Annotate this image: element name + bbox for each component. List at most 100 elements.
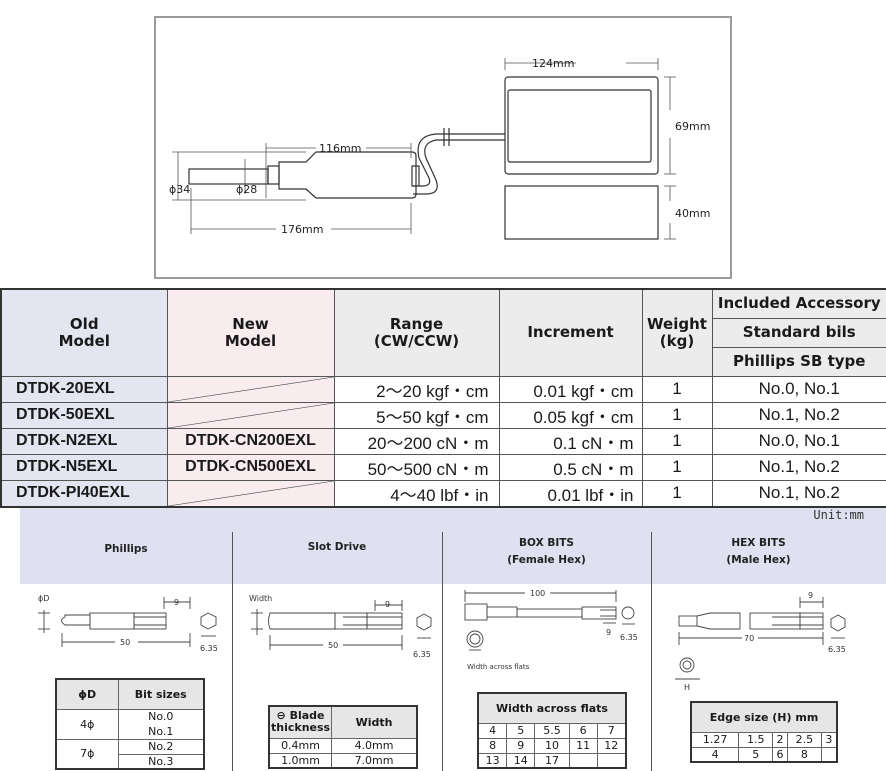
accessory-cell: No.1, No.2 xyxy=(711,453,886,481)
box-bits-title: BOX BITS (Female Hex) xyxy=(507,537,586,566)
diagonal-slash xyxy=(168,403,334,428)
slot-bit-drawing: Width 9 50 6.35 xyxy=(249,594,432,659)
slot-size-table: ⊖ Blade thickness Width 0.4mm 4.0mm 1.0m… xyxy=(268,705,418,769)
table-row: DTDK-PI40EXL 4～40 lbf・in 0.01 lbf・in 1 N… xyxy=(0,479,886,507)
increment-cell: 0.05 kgf・cm xyxy=(498,401,643,429)
range-cell: 2～20 kgf・cm xyxy=(333,375,500,403)
header-weight: Weight (kg) xyxy=(641,288,713,377)
base-unit-outline xyxy=(504,185,659,240)
weight-cell: 1 xyxy=(641,427,713,455)
new-model-cell: DTDK-CN500EXL xyxy=(166,453,335,481)
weight-cell: 1 xyxy=(641,453,713,481)
size-cell xyxy=(568,752,598,769)
label-length: 70 xyxy=(744,634,754,643)
range-cell: 50～500 cN・m xyxy=(333,453,500,481)
label-length: 100 xyxy=(530,589,545,598)
table-row: DTDK-N2EXL DTDK-CN200EXL 20～200 cN・m 0.1… xyxy=(0,427,886,455)
dim-inner-dia: ϕ28 xyxy=(236,183,257,196)
label-hex: 6.35 xyxy=(200,644,218,653)
size-cell: No.1 xyxy=(117,724,205,740)
hex-profile xyxy=(621,606,635,620)
size-cell: 9 xyxy=(506,737,536,754)
label-flats: Width across flats xyxy=(467,663,530,671)
label-hex: 6.35 xyxy=(828,645,846,654)
accessory-cell: No.0, No.1 xyxy=(711,427,886,455)
size-cell xyxy=(820,746,838,763)
phillips-title: Phillips xyxy=(104,543,148,555)
size-cell: 2.5 xyxy=(786,731,822,748)
old-model-cell: DTDK-50EXL xyxy=(0,401,168,429)
dim-base-height: 40mm xyxy=(675,207,710,220)
size-cell: 5 xyxy=(738,746,774,763)
hex-profile xyxy=(200,612,217,630)
label-length: 50 xyxy=(328,641,338,650)
size-cell: 1.27 xyxy=(690,731,740,748)
label-tip: 9 xyxy=(174,598,179,607)
size-cell: 10 xyxy=(534,737,570,754)
new-model-cell xyxy=(166,375,335,403)
size-cell: 1.5 xyxy=(738,731,774,748)
size-cell: 7 xyxy=(596,722,627,739)
diagonal-slash xyxy=(168,481,334,506)
grip-outline xyxy=(278,151,417,199)
hex-size-table: Edge size (H) mm 1.27 1.5 2 2.5 3 4 5 6 … xyxy=(690,701,838,763)
cable xyxy=(413,139,505,195)
box-bit-drawing: 100 9 6.35 Width across flats xyxy=(464,589,638,671)
table-row: DTDK-50EXL 5～50 kgf・cm 0.05 kgf・cm 1 No.… xyxy=(0,401,886,429)
weight-cell: 1 xyxy=(641,375,713,403)
header-accessory: Included Accessory xyxy=(711,288,886,319)
slot-drive-title: Slot Drive xyxy=(307,541,367,553)
header-increment: Increment xyxy=(498,288,643,377)
table-row: DTDK-N5EXL DTDK-CN500EXL 50～500 cN・m 0.5… xyxy=(0,453,886,481)
hex-bits-title: HEX BITS (Male Hex) xyxy=(726,537,791,566)
display-unit-outline xyxy=(504,76,659,175)
dim-outer-dia: ϕ34 xyxy=(169,183,190,196)
label-edge: H xyxy=(684,683,690,692)
label-dia: ϕD xyxy=(38,594,49,603)
size-cell: 5 xyxy=(506,722,536,739)
label-length: 50 xyxy=(120,638,130,647)
label-hex: 6.35 xyxy=(413,650,431,659)
table-row: DTDK-20EXL 2～20 kgf・cm 0.01 kgf・cm 1 No.… xyxy=(0,375,886,403)
new-model-cell: DTDK-CN200EXL xyxy=(166,427,335,455)
size-cell: No.2 xyxy=(117,738,205,755)
box-size-table: Width across flats 4 5 5.5 6 7 8 9 10 11… xyxy=(477,692,627,769)
size-cell: 12 xyxy=(596,737,627,754)
width-cell: 4.0mm xyxy=(331,737,418,754)
dim-display-height: 69mm xyxy=(675,120,710,133)
header-width: Width xyxy=(331,705,418,739)
size-cell: 11 xyxy=(568,737,598,754)
label-tip: 9 xyxy=(385,600,390,609)
size-cell: 6 xyxy=(568,722,598,739)
increment-cell: 0.01 lbf・in xyxy=(498,479,643,507)
header-old-model: Old Model xyxy=(0,288,168,377)
size-cell: 13 xyxy=(477,752,508,769)
size-cell: 2 xyxy=(772,731,788,748)
dimension-drawing: 124mm 69mm 40mm 116mm 176mm ϕ34 ϕ28 xyxy=(154,16,732,279)
label-width: Width xyxy=(249,594,272,603)
range-cell: 20～200 cN・m xyxy=(333,427,500,455)
dia-cell: 4ϕ xyxy=(55,708,119,740)
header-width-across-flats: Width across flats xyxy=(477,692,627,724)
size-cell: 8 xyxy=(786,746,822,763)
hex-profile xyxy=(416,613,432,631)
size-cell: No.3 xyxy=(117,753,205,770)
dim-display-width: 124mm xyxy=(532,57,574,70)
weight-cell: 1 xyxy=(641,401,713,429)
width-cell: 7.0mm xyxy=(331,752,418,769)
header-standard-bits: Standard bils xyxy=(711,317,886,348)
bits-header-band xyxy=(20,508,886,584)
thickness-cell: 1.0mm xyxy=(268,752,333,769)
size-cell: 4 xyxy=(477,722,508,739)
accessory-cell: No.1, No.2 xyxy=(711,401,886,429)
size-cell: 4 xyxy=(690,746,740,763)
weight-cell: 1 xyxy=(641,479,713,507)
header-edge-size: Edge size (H) mm xyxy=(690,701,838,733)
size-cell: 6 xyxy=(772,746,788,763)
header-bit-sizes: Bit sizes xyxy=(117,678,205,710)
size-cell: 8 xyxy=(477,737,508,754)
accessory-cell: No.0, No.1 xyxy=(711,375,886,403)
increment-cell: 0.01 kgf・cm xyxy=(498,375,643,403)
old-model-cell: DTDK-PI40EXL xyxy=(0,479,168,507)
header-phillips-type: Phillips SB type xyxy=(711,346,886,377)
